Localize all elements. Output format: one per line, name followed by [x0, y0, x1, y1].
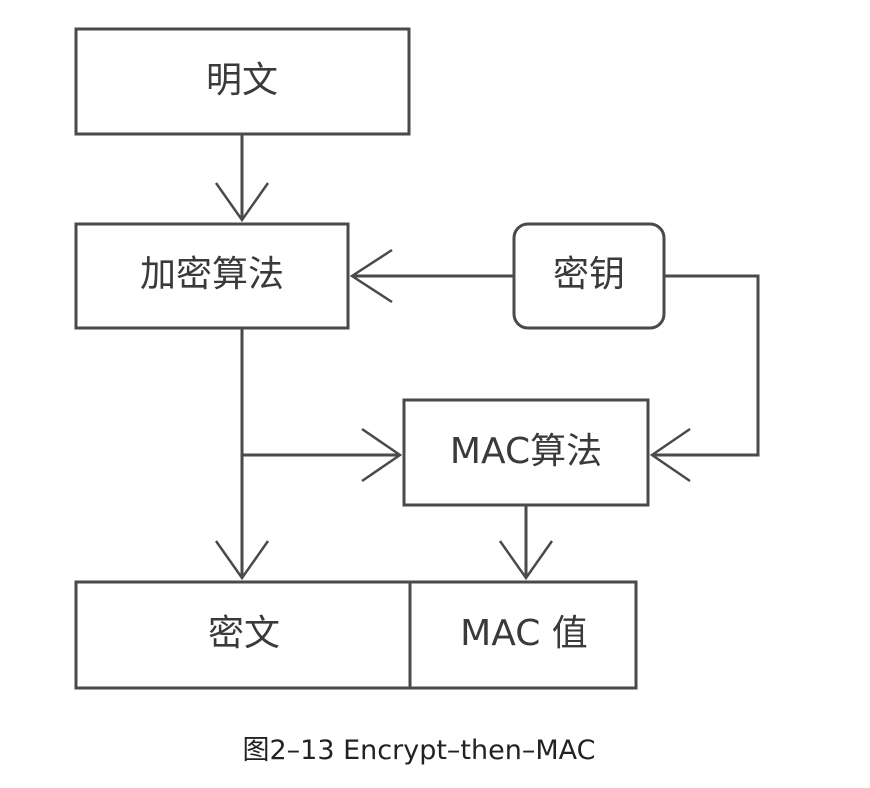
figure-caption: 图2–13 Encrypt–then–MAC: [242, 735, 596, 766]
key-label: 密钥: [553, 254, 625, 295]
encryption-algorithm-box: [74, 222, 350, 330]
mac-value-label: MAC 值: [460, 613, 588, 654]
mac-algorithm-box: [402, 398, 650, 507]
arrow-branch-to-mac-algorithm: [242, 427, 403, 483]
arrow-encryption-to-ciphertext: [214, 328, 270, 581]
key-node: 密钥: [512, 222, 666, 330]
output-record: 密文 MAC 值: [74, 580, 638, 690]
encryption-algorithm-label: 加密算法: [140, 254, 284, 295]
plaintext-label: 明文: [206, 60, 278, 101]
mac-algorithm-node: MAC算法: [402, 398, 650, 507]
arrow-mac-algorithm-to-mac-value: [498, 505, 554, 581]
encryption-algorithm-node: 加密算法: [74, 222, 350, 330]
arrow-plaintext-to-encryption: [214, 134, 270, 223]
ciphertext-label: 密文: [208, 613, 280, 654]
plaintext-box: [74, 27, 411, 136]
arrow-key-to-encryption: [349, 248, 514, 304]
output-record-box: [74, 580, 638, 690]
arrow-key-to-mac-algorithm: [649, 274, 760, 483]
plaintext-node: 明文: [74, 27, 411, 136]
mac-algorithm-label: MAC算法: [450, 431, 602, 472]
